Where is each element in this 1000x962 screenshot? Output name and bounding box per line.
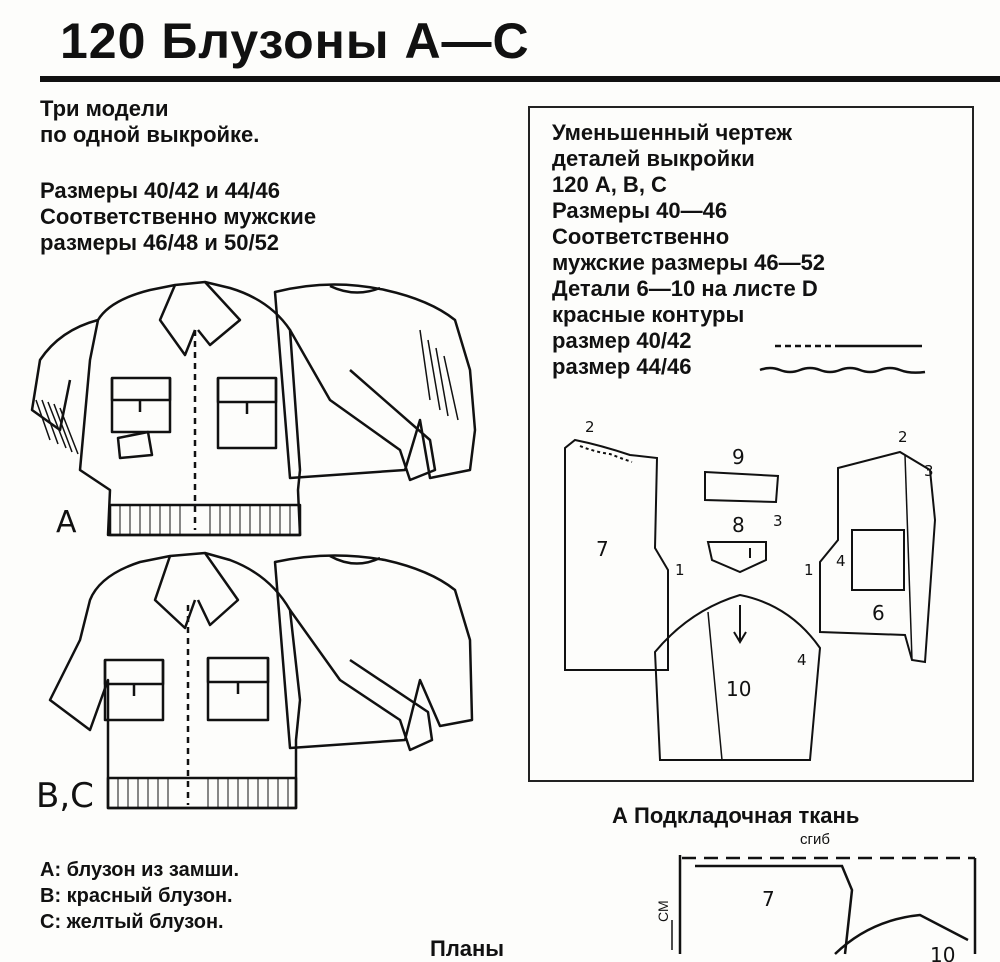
lining-title: А Подкладочная ткань xyxy=(612,803,860,828)
illustration-label-a: А xyxy=(56,505,77,540)
lining-piece-number: 7 xyxy=(762,887,775,911)
notch-mark: 1 xyxy=(804,561,814,579)
waistband xyxy=(108,503,302,537)
page-title: 120 Блузоны А—С xyxy=(60,13,530,69)
fold-label: сгиб xyxy=(800,831,830,848)
piece-number: 6 xyxy=(872,601,885,625)
notch-mark: 2 xyxy=(898,428,908,446)
pattern-piece-8 xyxy=(706,541,767,574)
legend-line: В: красный блузон. xyxy=(40,885,233,907)
size-40-42-line: размер 40/42 xyxy=(552,328,692,353)
lining-piece-number: 10 xyxy=(930,943,955,962)
panel-line: Соответственно xyxy=(552,224,730,249)
waistband xyxy=(106,776,298,810)
model-legend: А: блузон из замши. В: красный блузон. С… xyxy=(40,857,239,935)
panel-text: Уменьшенный чертеж деталей выкройки 120 … xyxy=(552,120,825,380)
sizes-text: Размеры 40/42 и 44/46 Соответственно муж… xyxy=(40,178,316,256)
jacket-a-back xyxy=(273,283,477,480)
sizes-line: Соответственно мужские xyxy=(40,204,317,229)
notch-mark: 4 xyxy=(836,552,846,570)
panel-line: деталей выкройки xyxy=(552,146,755,171)
piece-number: 8 xyxy=(732,513,745,537)
intro-line: Три модели xyxy=(40,96,169,121)
title-rule xyxy=(40,76,1000,82)
piece-number: 9 xyxy=(732,445,745,469)
jacket-bc-back xyxy=(273,554,474,750)
panel-line: Уменьшенный чертеж xyxy=(552,120,792,145)
sizes-line: размеры 46/48 и 50/52 xyxy=(40,230,280,255)
wavy-contour-sample xyxy=(759,366,926,374)
legend-line: С: желтый блузон. xyxy=(40,911,224,933)
pattern-piece-10 xyxy=(653,593,822,761)
panel-line: мужские размеры 46—52 xyxy=(552,250,826,275)
pattern-panel xyxy=(528,106,974,782)
pocket xyxy=(216,376,278,450)
piece-number: 10 xyxy=(726,677,751,701)
sizes-line: Размеры 40/42 и 44/46 xyxy=(40,178,280,203)
notch-mark: 3 xyxy=(773,512,783,530)
notch-mark: 3 xyxy=(924,462,934,480)
panel-line: Детали 6—10 на листе D xyxy=(552,276,818,301)
notch-mark: 4 xyxy=(797,651,807,669)
lining-piece-7 xyxy=(695,864,854,955)
notch-mark: 1 xyxy=(675,561,685,579)
intro-text: Три модели по одной выкройке. xyxy=(40,96,259,148)
plans-heading: Планы xyxy=(430,936,505,961)
notch-mark: 2 xyxy=(585,418,595,436)
size-44-46-line: размер 44/46 xyxy=(552,354,692,379)
panel-line: Размеры 40—46 xyxy=(552,198,728,223)
illustration-label-bc: B,C xyxy=(36,776,94,816)
pocket xyxy=(103,658,165,722)
panel-line: 120 А, В, С xyxy=(552,172,667,197)
pocket xyxy=(206,656,270,722)
pattern-piece-9 xyxy=(704,470,780,504)
legend-line: А: блузон из замши. xyxy=(40,859,240,881)
panel-line: красные контуры xyxy=(552,302,745,327)
piece-number: 7 xyxy=(596,537,609,561)
pattern-piece-7 xyxy=(564,438,669,671)
pocket xyxy=(110,376,172,434)
intro-line: по одной выкройке. xyxy=(40,122,260,147)
lining-piece-10 xyxy=(834,913,969,955)
